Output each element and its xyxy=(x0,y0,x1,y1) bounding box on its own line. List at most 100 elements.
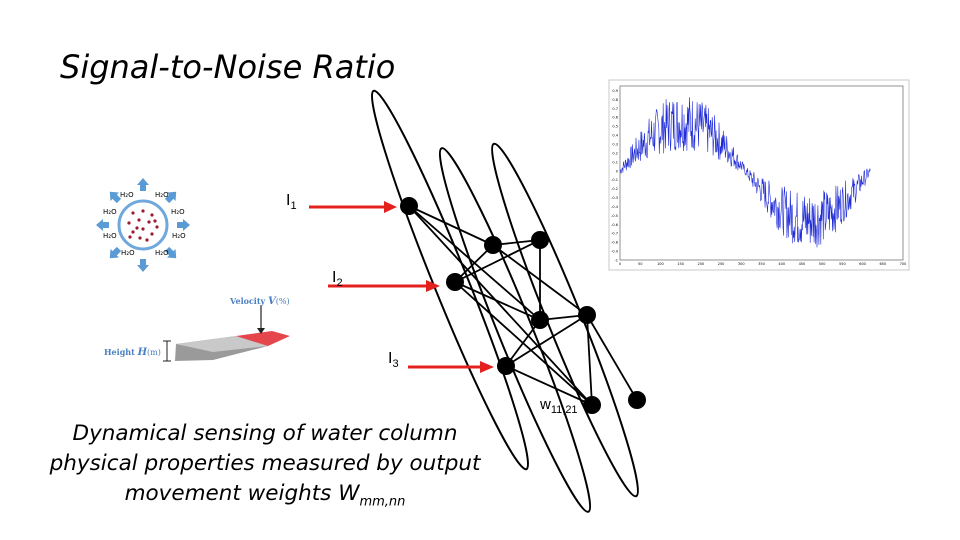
particle-dot xyxy=(153,219,157,223)
outward-arrow-icon xyxy=(177,219,190,231)
y-tick-label: 0.8 xyxy=(612,98,618,102)
y-tick-label: 0.2 xyxy=(612,151,618,155)
outward-arrow-icon xyxy=(164,246,177,259)
node-input-1 xyxy=(400,197,418,215)
node-hidden xyxy=(484,236,502,254)
h2o-label: H₂O xyxy=(121,249,135,257)
caption-line-3-text: movement weights W xyxy=(124,481,360,506)
slide-caption: Dynamical sensing of water column physic… xyxy=(35,419,495,517)
h2o-label: H₂O xyxy=(155,191,169,199)
h2o-label: H₂O xyxy=(172,232,186,240)
outward-arrow-icon xyxy=(96,219,109,231)
caption-line-2: physical properties measured by output xyxy=(49,451,481,476)
particle-dot xyxy=(147,220,151,224)
particle-dot xyxy=(137,218,141,222)
y-tick-label: -0.5 xyxy=(611,214,618,218)
y-tick-label: -0.3 xyxy=(611,196,618,200)
node-input-3 xyxy=(497,357,515,375)
network-edges xyxy=(408,205,638,406)
particle-dot xyxy=(138,236,142,240)
y-tick-label: -0.9 xyxy=(611,250,618,254)
x-tick-label: 150 xyxy=(677,262,684,266)
x-tick-label: 350 xyxy=(758,262,765,266)
y-tick-label: 0.1 xyxy=(612,160,618,164)
caption-line-3-sub: mm,nn xyxy=(359,494,406,510)
particle-dot xyxy=(150,232,154,236)
particle-dot xyxy=(145,238,149,242)
slide-title: Signal-to-Noise Ratio xyxy=(60,48,396,86)
h2o-label: H₂O xyxy=(155,249,169,257)
height-label: Height H(m) xyxy=(104,347,161,358)
h2o-labels: H₂O H₂O H₂O H₂O H₂O H₂O H₂O H₂O xyxy=(103,191,186,257)
particle-dot xyxy=(131,230,135,234)
particle-dot xyxy=(128,235,132,239)
input-arrows xyxy=(309,201,494,373)
x-tick-label: 700 xyxy=(900,262,907,266)
caption-line-1: Dynamical sensing of water column xyxy=(72,421,458,446)
water-slab-top xyxy=(176,336,268,352)
outward-arrow-icon xyxy=(164,191,177,204)
y-tick-label: -1 xyxy=(615,259,619,263)
network-nodes xyxy=(400,197,646,414)
velocity-indicator-head xyxy=(257,328,265,334)
y-tick-label: 0.5 xyxy=(612,125,618,129)
particle-dot xyxy=(141,227,145,231)
node-hidden xyxy=(578,306,596,324)
x-tick-labels: 0 50 100 150 200 250 300 350 400 450 500 550 600 650 7… xyxy=(619,262,906,266)
node-output xyxy=(583,396,601,414)
layer-ellipses xyxy=(370,89,639,513)
x-tick-label: 600 xyxy=(859,262,866,266)
signal-series-line xyxy=(619,97,871,248)
y-tick-label: -0.2 xyxy=(611,187,618,191)
input-label-2: I2 xyxy=(332,269,343,289)
y-tick-label: -0.4 xyxy=(611,205,619,209)
y-tick-label: -0.8 xyxy=(611,241,618,245)
y-tick-label: 0.3 xyxy=(612,143,618,147)
h2o-label: H₂O xyxy=(120,191,134,199)
weight-label: w11,21 xyxy=(539,396,578,416)
x-tick-label: 650 xyxy=(879,262,886,266)
x-tick-label: 50 xyxy=(638,262,642,266)
y-tick-label: 0 xyxy=(616,169,618,173)
y-tick-labels: 0.90.80.70.60.50.40.30.20.10-0.1-0.2-0.3… xyxy=(611,89,619,263)
x-tick-label: 400 xyxy=(778,262,785,266)
h2o-label: H₂O xyxy=(103,208,117,216)
particle-dot xyxy=(135,226,139,230)
h2o-label: H₂O xyxy=(171,208,185,216)
particle-dot xyxy=(155,225,159,229)
x-tick-label: 300 xyxy=(738,262,745,266)
particle-dot xyxy=(127,221,131,225)
x-tick-label: 0 xyxy=(619,262,621,266)
y-tick-label: 0.4 xyxy=(612,134,618,138)
y-tick-label: 0.9 xyxy=(612,89,618,93)
outward-arrow-icon xyxy=(109,246,122,259)
particle-dot xyxy=(131,211,135,215)
x-tick-label: 100 xyxy=(657,262,664,266)
x-tick-label: 550 xyxy=(839,262,846,266)
h2o-label: H₂O xyxy=(103,232,117,240)
y-tick-label: -0.6 xyxy=(611,223,618,227)
layer-ellipse-2 xyxy=(438,147,592,513)
particle-dots xyxy=(127,209,159,242)
x-tick-label: 200 xyxy=(698,262,705,266)
outward-arrow-icon xyxy=(137,259,149,272)
x-tick-label: 450 xyxy=(799,262,806,266)
x-tick-label: 250 xyxy=(718,262,725,266)
velocity-label: Velocity V(%) xyxy=(229,296,290,307)
node-hidden xyxy=(531,231,549,249)
caption-line-3: movement weights Wmm,nn xyxy=(35,479,495,517)
particle-dot xyxy=(141,209,145,213)
y-tick-label: 0.7 xyxy=(612,107,618,111)
velocity-arrow-flow xyxy=(236,331,290,346)
x-tick-label: 500 xyxy=(819,262,826,266)
node-hidden xyxy=(531,311,549,329)
input-label-3: I3 xyxy=(388,350,399,370)
node-output xyxy=(628,391,646,409)
outward-arrow-icon xyxy=(137,178,149,191)
particle-dot xyxy=(150,213,154,217)
y-tick-label: 0.6 xyxy=(612,116,618,120)
